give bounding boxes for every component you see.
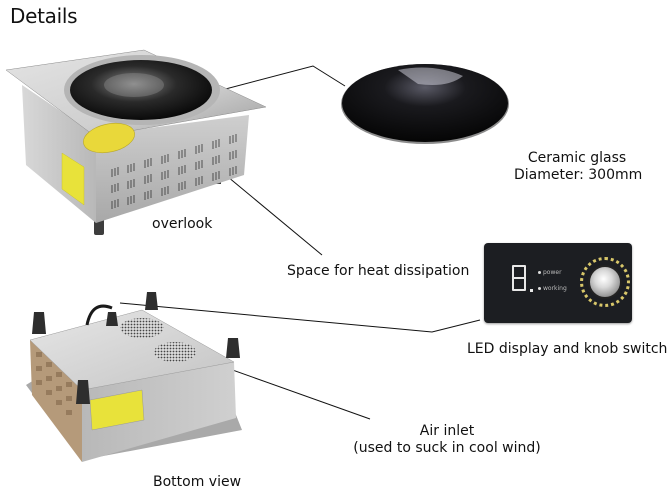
top-unit-image xyxy=(5,49,267,235)
heat-dissipation-label: Space for heat dissipation xyxy=(287,263,470,279)
air-inlet-label: Air inlet (used to suck in cool wind) xyxy=(340,423,554,457)
control-panel-image: power working xyxy=(484,243,632,323)
glass-plate-image xyxy=(341,64,509,144)
power-led-icon xyxy=(538,271,541,274)
decimal-point xyxy=(530,289,533,292)
ceramic-glass-title: Ceramic glass xyxy=(527,150,627,166)
bottom-unit-image xyxy=(26,292,242,462)
led-display-label: LED display and knob switch xyxy=(467,341,668,357)
ceramic-glass-diameter: Diameter: 300mm xyxy=(514,167,643,183)
overlook-label: overlook xyxy=(152,216,213,232)
working-led-icon xyxy=(538,287,541,290)
page-title: Details xyxy=(10,4,78,28)
knob-switch-icon xyxy=(588,265,622,299)
seven-segment-digit xyxy=(512,265,526,291)
bottom-view-label: Bottom view xyxy=(153,474,242,490)
working-indicator: working xyxy=(538,285,567,292)
power-indicator: power xyxy=(538,269,562,276)
air-inlet-title: Air inlet xyxy=(419,423,475,439)
knob-scale-ring xyxy=(580,257,630,307)
ceramic-glass-label: Ceramic glass Diameter: 300mm xyxy=(514,150,643,184)
air-inlet-description: (used to suck in cool wind) xyxy=(353,440,541,456)
